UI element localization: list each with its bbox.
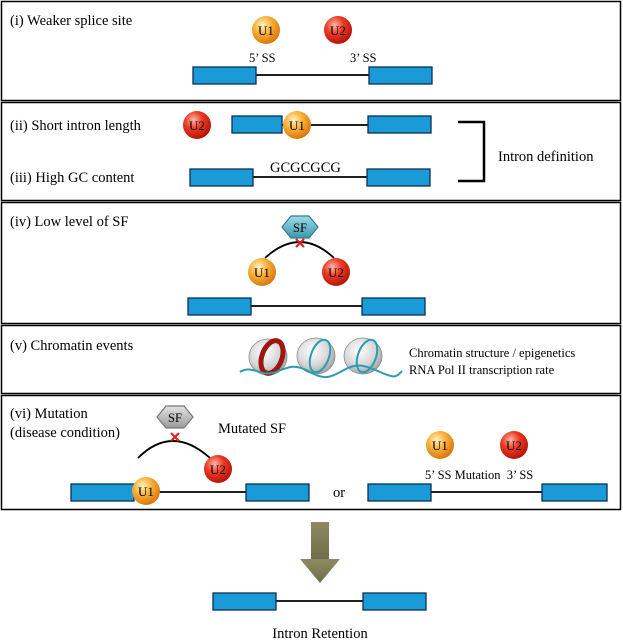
exon-left: [187, 297, 252, 316]
or-label: or: [333, 485, 345, 501]
u1-snrnp: U1: [426, 431, 454, 459]
svg-text:U2: U2: [210, 462, 226, 477]
down-arrow-icon: [300, 522, 340, 583]
svg-text:U1: U1: [254, 265, 270, 280]
panel-intron-definition: (ii) Short intron length U2 U1 (iii) Hig…: [0, 101, 622, 202]
nucleosome-icon: [343, 337, 383, 375]
exon-left: [189, 168, 254, 187]
intron-definition-label: Intron definition: [498, 149, 594, 165]
intron-retention-label: Intron Retention: [272, 626, 368, 642]
u1-snrnp: U1: [248, 258, 276, 286]
panel-6-title-line2: (disease condition): [10, 425, 120, 441]
panel-5-title: (v) Chromatin events: [10, 338, 134, 354]
exon-left: [367, 483, 432, 502]
panel-1-frame: [0, 0, 622, 102]
dna-strand: [239, 364, 403, 378]
exon-right: [362, 592, 427, 611]
exon-left: [192, 66, 257, 85]
svg-text:U2: U2: [328, 265, 344, 280]
u1-snrnp: U1: [283, 111, 311, 139]
block-x-icon: [295, 238, 305, 248]
panel-1-title: (i) Weaker splice site: [10, 13, 132, 29]
exon-right: [368, 66, 433, 85]
exon-right: [245, 483, 310, 502]
u2-snrnp: U2: [183, 111, 211, 139]
exon-right: [366, 168, 431, 187]
five-prime-ss-label: 5’ SS: [249, 51, 276, 65]
svg-text:U1: U1: [258, 23, 274, 38]
panel-2-frame: [0, 101, 622, 202]
svg-text:SF: SF: [168, 411, 182, 425]
svg-text:U2: U2: [330, 23, 346, 38]
panel-chromatin-events: (v) Chromatin events Chromatin structure…: [0, 324, 622, 395]
exon-right: [367, 115, 432, 134]
panel-2-title: (ii) Short intron length: [10, 118, 142, 134]
chromatin-structure-label: Chromatin structure / epigenetics: [409, 346, 575, 360]
bracket: [458, 120, 486, 183]
panel-low-sf-level: (iv) Low level of SF SF U1 U2: [0, 201, 622, 325]
three-prime-ss-label: 3’ SS: [350, 51, 377, 65]
svg-text:U1: U1: [432, 438, 448, 453]
u2-snrnp: U2: [204, 455, 232, 483]
exon-left: [212, 592, 277, 611]
gc-sequence: GCGCGCG: [270, 160, 341, 176]
exon-left: [70, 483, 135, 502]
u2-snrnp: U2: [500, 431, 528, 459]
panel-4-title: (iv) Low level of SF: [10, 214, 128, 230]
svg-text:U2: U2: [189, 118, 205, 133]
panel-3-title: (iii) High GC content: [10, 170, 134, 186]
u2-snrnp: U2: [322, 258, 350, 286]
splice-site-mutation-label: 5’ SS Mutation 3’ SS: [425, 468, 533, 482]
exon-left: [231, 115, 283, 134]
u1-snrnp: U1: [252, 16, 280, 44]
svg-text:U2: U2: [506, 438, 522, 453]
panel-6-title-line1: (vi) Mutation: [10, 406, 88, 422]
mutated-sf-label: Mutated SF: [218, 421, 286, 437]
svg-text:U1: U1: [289, 118, 305, 133]
sf-bridge-arc: [137, 440, 211, 459]
sf-protein: SF: [281, 215, 319, 239]
u2-snrnp: U2: [324, 16, 352, 44]
svg-text:SF: SF: [293, 221, 307, 235]
u1-snrnp: U1: [132, 477, 160, 505]
panel-weaker-splice-site: (i) Weaker splice site U1 U2 5’ SS 3’ SS: [0, 0, 622, 102]
exon-right: [541, 483, 608, 502]
panel-mutation: (vi) Mutation (disease condition) SF Mut…: [0, 394, 622, 511]
svg-text:U1: U1: [138, 484, 154, 499]
block-x-icon: [170, 432, 180, 442]
result-section: Intron Retention: [212, 522, 427, 642]
pol-ii-rate-label: RNA Pol II transcription rate: [409, 363, 555, 377]
mutated-sf-protein: SF: [156, 405, 194, 429]
exon-right: [361, 297, 426, 316]
